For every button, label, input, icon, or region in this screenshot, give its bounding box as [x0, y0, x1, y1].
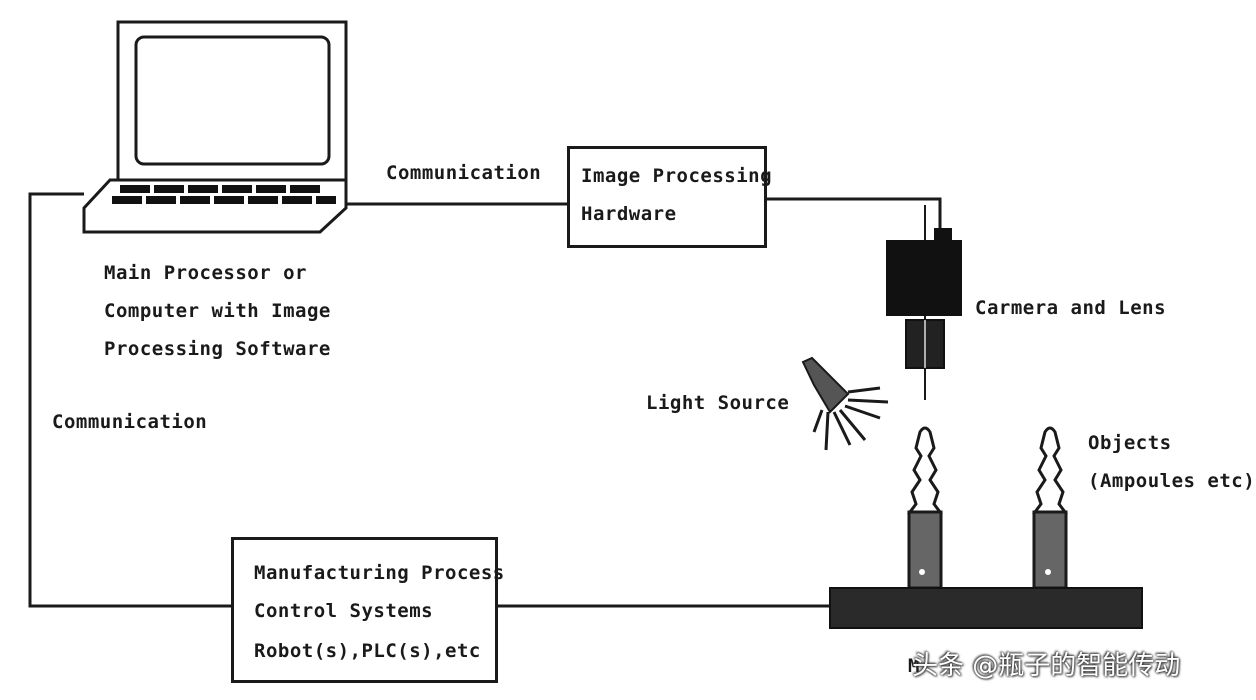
watermark-text: 头条 @瓶子的智能传动	[912, 651, 1181, 681]
conveyor-label: M	[908, 655, 920, 677]
image-processing-box: Image Processing Hardware	[567, 146, 772, 248]
image-processing-label-line2: Hardware	[581, 203, 677, 225]
control-label-line2: Control Systems	[254, 600, 434, 622]
camera-icon	[886, 205, 962, 400]
objects-label-line1: Objects	[1088, 432, 1172, 454]
light-source-icon	[801, 356, 889, 451]
computer-label-line1: Main Processor or	[104, 262, 307, 284]
computer-label-line2: Computer with Image	[104, 300, 331, 322]
objects-label-line2: (Ampoules etc)	[1088, 470, 1256, 492]
control-systems-box: Manufacturing Process Control Systems Ro…	[231, 537, 504, 683]
image-processing-label-line1: Image Processing	[581, 165, 773, 187]
link-ip-to-camera	[766, 197, 942, 232]
conveyor-belt	[829, 587, 1143, 629]
ampoule-icon	[1032, 426, 1068, 590]
computer-label-line3: Processing Software	[104, 338, 331, 360]
camera-label: Carmera and Lens	[975, 297, 1167, 319]
ampoule-icon	[907, 426, 943, 590]
light-source-label: Light Source	[646, 392, 790, 414]
link-top-label: Communication	[386, 162, 542, 184]
laptop-icon	[82, 20, 348, 234]
link-laptop-to-control	[28, 192, 232, 608]
control-label-line1: Manufacturing Process	[254, 562, 505, 584]
link-left-label: Communication	[52, 411, 208, 433]
control-label-line3: Robot(s),PLC(s),etc	[254, 640, 481, 662]
